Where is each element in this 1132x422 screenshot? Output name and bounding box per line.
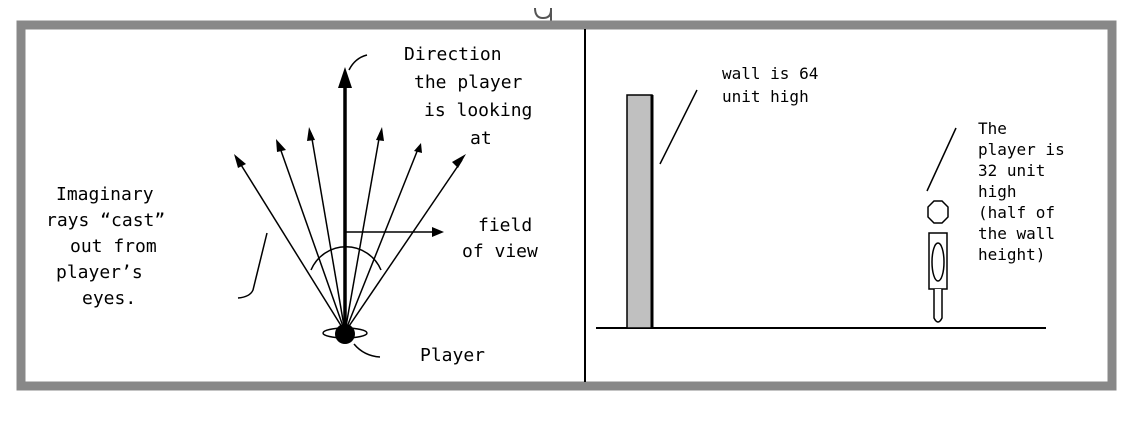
- direction-label-line: at: [470, 128, 492, 149]
- direction-label: Direction the player is looking at: [404, 44, 543, 149]
- fov-arrowhead: [432, 227, 444, 237]
- wall-leader: [659, 89, 698, 165]
- rays-leader: [237, 232, 268, 299]
- player-height-label-line: (half of: [978, 203, 1055, 222]
- wall-label-line: unit high: [722, 87, 809, 106]
- ray-2-arrowhead: [276, 139, 286, 152]
- player-arm: [931, 242, 945, 282]
- player-height-label-line: height): [978, 245, 1045, 264]
- player-legs: [933, 289, 943, 323]
- wall: [626, 94, 653, 329]
- player-height-label: The player is 32 unit high (half of the …: [978, 119, 1074, 264]
- player-height-label-line: player is: [978, 140, 1065, 159]
- player-label: Player: [420, 345, 485, 366]
- wall-label: wall is 64 unit high: [722, 64, 828, 106]
- rays-label: Imaginary rays “cast” out from player’s …: [46, 184, 176, 309]
- ray-6-arrowhead: [452, 154, 466, 168]
- fov-label: field of view: [462, 215, 543, 262]
- rays-label-line: player’s: [56, 262, 143, 283]
- ray-1: [237, 159, 346, 333]
- ray-3-arrowhead: [307, 127, 315, 141]
- rays-label-line: Imaginary: [56, 184, 154, 205]
- ray-1-arrowhead: [234, 154, 246, 168]
- rays-label-line: rays “cast”: [46, 210, 165, 231]
- wall-label-line: wall is 64: [722, 64, 818, 83]
- fov-arc: [310, 246, 382, 271]
- player-height-label-line: The: [978, 119, 1007, 138]
- rays-label-line: out from: [70, 236, 157, 257]
- ray-6: [344, 159, 463, 333]
- direction-label-line: Direction: [404, 44, 502, 65]
- direction-label-line: the player: [414, 72, 523, 93]
- ray-arrowheads: [234, 127, 466, 168]
- ray-4-arrowhead: [376, 127, 384, 141]
- diagram-frame: [16, 20, 1117, 391]
- player-height-label-line: the wall: [978, 224, 1055, 243]
- player-height-label-line: 32 unit: [978, 161, 1045, 180]
- rays-label-line: eyes.: [82, 288, 136, 309]
- fov-label-line: field: [478, 215, 532, 236]
- left-panel: Direction the player is looking at Imagi…: [46, 44, 543, 366]
- ray-2: [278, 144, 346, 333]
- player-height-leader: [926, 127, 957, 192]
- player-head: [927, 200, 949, 224]
- fov-label-line: of view: [462, 241, 538, 262]
- direction-leader: [348, 54, 368, 71]
- ray-5-arrowhead: [414, 143, 422, 153]
- player-height-label-line: high: [978, 182, 1017, 201]
- ray-3: [310, 132, 346, 333]
- ray-5: [344, 148, 419, 333]
- direction-label-line: is looking: [424, 100, 532, 121]
- view-direction-arrowhead: [338, 67, 352, 88]
- player-leader: [353, 343, 381, 358]
- right-panel: wall is 64 unit high The player is 32 un…: [596, 64, 1074, 329]
- player-dot: [335, 324, 355, 344]
